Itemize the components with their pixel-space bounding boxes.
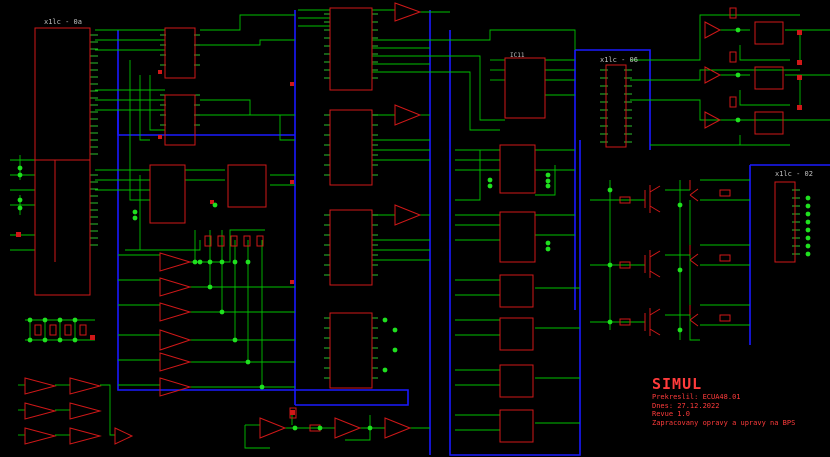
title-block-line-4: Zapracovany opravy a upravy na BPS xyxy=(652,418,796,427)
bus-lines xyxy=(117,10,830,456)
title-block-line-3: Revue 1.0 xyxy=(652,410,690,419)
connector-06-label: x1lc - 06 xyxy=(600,56,638,64)
ic-u10 xyxy=(499,211,536,263)
relay-3 xyxy=(754,111,784,135)
pin-stubs xyxy=(90,13,800,379)
ic-u2 xyxy=(164,94,196,146)
ic-u4 xyxy=(227,164,267,208)
ic-u12 xyxy=(499,317,534,351)
junction-dots xyxy=(17,27,811,431)
ic-ic11 xyxy=(504,57,546,119)
ic-u11 xyxy=(499,274,534,308)
passive-components xyxy=(34,7,737,432)
connector-02-label: x1lc - 02 xyxy=(775,170,813,178)
ic-u8 xyxy=(329,312,373,389)
connector-0a-body xyxy=(34,27,91,296)
ic-u9 xyxy=(499,144,536,194)
title-block: SIMUL Prekreslil: ECUA48.01 Dnes: 27.12.… xyxy=(652,376,795,427)
ic-u13 xyxy=(499,364,534,398)
ic-u6 xyxy=(329,109,373,186)
red-markers xyxy=(16,30,802,415)
buffer-gates xyxy=(24,2,722,445)
ic-u3 xyxy=(149,164,186,224)
ic-u7 xyxy=(329,209,373,286)
connector-02-body xyxy=(774,181,796,263)
ic11-label: IC11 xyxy=(510,52,525,59)
ic-packages xyxy=(34,7,796,443)
relay-2 xyxy=(754,66,784,90)
title-block-title: SIMUL xyxy=(652,375,703,393)
connector-0a-label: x1lc - 0a xyxy=(44,18,82,26)
ic-u1 xyxy=(164,27,196,79)
title-block-line-2: Dnes: 27.12.2022 xyxy=(652,401,720,410)
ic-u14 xyxy=(499,409,534,443)
title-block-line-1: Prekreslil: ECUA48.01 xyxy=(652,393,741,401)
connector-06-body xyxy=(605,64,627,148)
relay-1 xyxy=(754,21,784,45)
ic-u5 xyxy=(329,7,373,91)
